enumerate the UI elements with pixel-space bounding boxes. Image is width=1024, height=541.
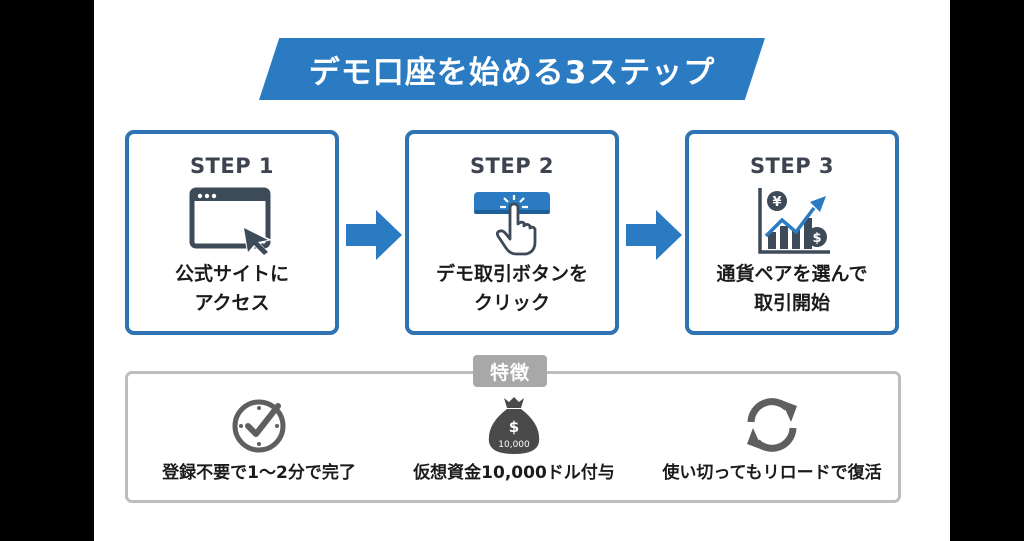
step-card-3: STEP 3 ¥ $ 通貨ペアを選んで 取引開始	[685, 130, 899, 335]
click-button-icon	[474, 192, 550, 256]
step-card-1: STEP 1 公式サイトに アクセス	[125, 130, 339, 335]
right-arrow-icon	[626, 210, 682, 260]
money-bag-amount: 10,000	[498, 440, 530, 450]
page-title: デモ口座を始める3ステップ	[308, 54, 716, 91]
step-text-line: アクセス	[194, 292, 270, 314]
money-bag-symbol: $	[509, 418, 519, 436]
step-text-line: 通貨ペアを選んで	[716, 263, 868, 285]
title-banner: デモ口座を始める3ステップ	[259, 38, 765, 100]
step-label: STEP 1	[189, 154, 275, 178]
clock-check-icon	[232, 399, 286, 453]
step-text-line: 取引開始	[753, 292, 830, 314]
feature-item: 登録不要で1〜2分で完了	[129, 394, 389, 483]
browser-cursor-icon	[189, 187, 272, 256]
svg-text:$: $	[812, 231, 821, 246]
feature-text: 仮想資金10,000ドル付与	[413, 463, 615, 483]
step-card-2: STEP 2 デモ取引ボタンを クリック	[405, 130, 619, 335]
money-bag-icon: $ 10,000	[488, 397, 540, 454]
features-tag: 特徴	[473, 355, 547, 387]
svg-text:¥: ¥	[772, 195, 781, 210]
step-text-line: デモ取引ボタンを	[435, 263, 588, 285]
step-label: STEP 3	[749, 154, 835, 178]
feature-item: $ 10,000 仮想資金10,000ドル付与	[384, 394, 644, 483]
right-arrow-icon	[346, 210, 402, 260]
step-text-line: クリック	[473, 292, 550, 314]
feature-text: 登録不要で1〜2分で完了	[162, 463, 356, 483]
reload-icon	[747, 398, 797, 452]
features-tag-label: 特徴	[489, 361, 530, 384]
step-text-line: 公式サイトに	[174, 263, 289, 285]
trading-chart-icon: ¥ $	[758, 188, 830, 254]
feature-item: 使い切ってもリロードで復活	[642, 394, 902, 483]
feature-text: 使い切ってもリロードで復活	[662, 463, 882, 483]
step-label: STEP 2	[469, 154, 555, 178]
